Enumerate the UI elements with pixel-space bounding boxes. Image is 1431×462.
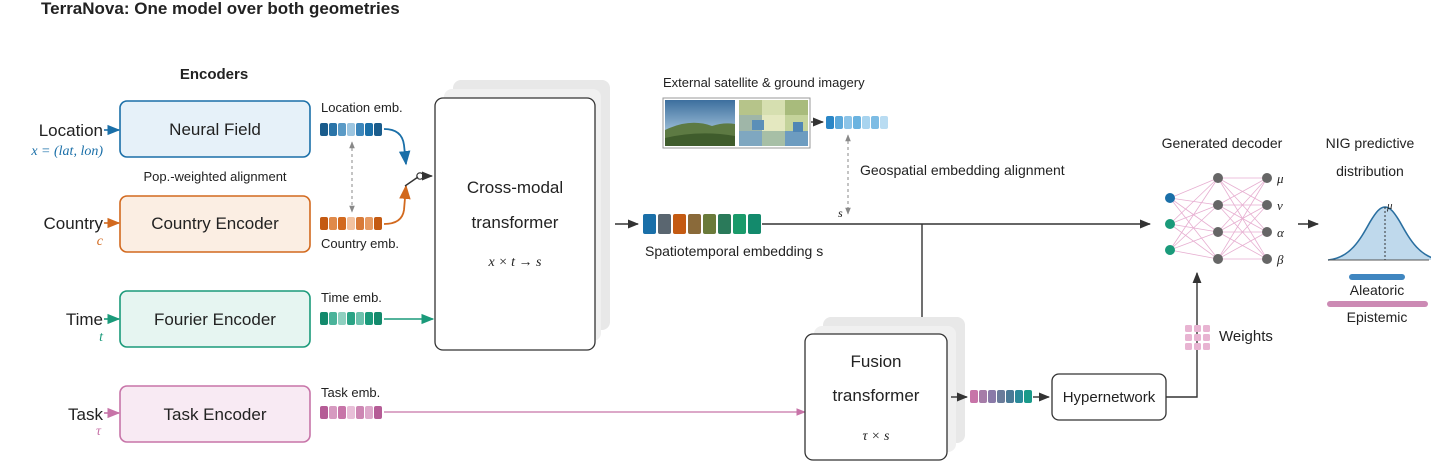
decoder-output-nu: ν: [1277, 198, 1283, 213]
fourier-encoder: Fourier Encoder: [119, 290, 311, 348]
location-emb-label: Location emb.: [321, 100, 403, 115]
diagram-title: TerraNova: One model over both geometrie…: [41, 0, 400, 18]
input-location-label: Location: [39, 121, 103, 140]
location-embedding: [320, 123, 382, 136]
hypernetwork-to-decoder-arrow: [1166, 271, 1202, 398]
decoder-hidden-node: [1213, 173, 1223, 183]
decoder-label: Generated decoder: [1162, 135, 1283, 151]
cross-modal-line2: transformer: [472, 213, 559, 232]
time-emb-label: Time emb.: [321, 290, 382, 305]
input-task: Task τ: [68, 405, 121, 439]
input-location: Location x = (lat, lon): [30, 121, 121, 159]
imagery-label: External satellite & ground imagery: [663, 75, 865, 90]
task-embedding: [320, 406, 382, 419]
input-country-sub: c: [97, 234, 104, 249]
decoder-hidden-node: [1213, 200, 1223, 210]
task-encoder: Task Encoder: [119, 385, 311, 443]
time-embedding: [320, 312, 382, 325]
fusion-transformer: Fusion transformer τ × s: [804, 317, 965, 461]
input-time-sub: t: [99, 330, 104, 345]
country-encoder: Country Encoder: [119, 195, 311, 253]
epistemic-label: Epistemic: [1347, 309, 1408, 325]
nig-label-line2: distribution: [1336, 163, 1404, 179]
country-emb-label: Country emb.: [321, 236, 399, 251]
input-task-label: Task: [68, 405, 103, 424]
decoder-output-node: [1262, 254, 1272, 264]
aleatoric-label: Aleatoric: [1350, 282, 1404, 298]
fusion-line2: transformer: [833, 386, 920, 405]
decoder-edges: [1169, 177, 1268, 260]
input-time-label: Time: [66, 310, 103, 329]
cross-modal-formula: x × t → s: [488, 255, 543, 270]
spatiotemporal-label: Spatiotemporal embedding s: [645, 243, 823, 259]
ground-photo: [665, 100, 735, 146]
external-imagery: [662, 97, 811, 149]
nig-distribution-curve: μ: [1327, 200, 1431, 261]
cross-modal-transformer: Cross-modal transformer x × t → s: [434, 80, 610, 351]
country-to-merge-arrow: [383, 184, 411, 225]
decoder-input-node: [1165, 245, 1175, 255]
decoder-input-node: [1165, 193, 1175, 203]
input-time: Time t: [66, 310, 121, 345]
input-task-sub: τ: [96, 424, 102, 439]
s-marker: s: [838, 206, 843, 220]
task-encoder-label: Task Encoder: [164, 405, 267, 424]
neural-field-label: Neural Field: [169, 120, 261, 139]
weights-label: Weights: [1219, 328, 1273, 345]
weights-icon: [1185, 325, 1210, 350]
nig-mu-label: μ: [1386, 200, 1393, 212]
merge-switch-lever: [404, 176, 419, 187]
alignment-label: Pop.-weighted alignment: [143, 169, 286, 184]
fourier-encoder-label: Fourier Encoder: [154, 310, 276, 329]
decoder-output-node: [1262, 173, 1272, 183]
country-embedding: [320, 217, 382, 230]
generated-decoder-network: μ ν α β: [1165, 171, 1285, 267]
fusion-formula: τ × s: [863, 429, 890, 444]
decoder-hidden-node: [1213, 227, 1223, 237]
hypernetwork-label: Hypernetwork: [1063, 389, 1156, 406]
location-to-merge-arrow: [383, 128, 411, 166]
input-location-sub: x = (lat, lon): [30, 144, 103, 159]
aleatoric-bar: [1349, 274, 1405, 280]
imagery-embedding: [826, 116, 888, 129]
nig-label-line1: NIG predictive: [1326, 135, 1415, 151]
country-encoder-label: Country Encoder: [151, 214, 279, 233]
fusion-embedding: [970, 390, 1032, 403]
input-country-label: Country: [43, 214, 103, 233]
geo-alignment-label: Geospatial embedding alignment: [860, 162, 1065, 178]
input-country: Country c: [43, 214, 121, 249]
spatiotemporal-embedding: [643, 214, 761, 234]
decoder-output-node: [1262, 227, 1272, 237]
decoder-hidden-node: [1213, 254, 1223, 264]
neural-field-encoder: Neural Field: [119, 100, 311, 158]
cross-modal-line1: Cross-modal: [467, 178, 563, 197]
merge-switch-node: [416, 172, 424, 180]
fusion-line1: Fusion: [850, 352, 901, 371]
hypernetwork: Hypernetwork: [1051, 373, 1167, 421]
decoder-output-alpha: α: [1277, 225, 1285, 240]
decoder-input-node: [1165, 219, 1175, 229]
decoder-output-beta: β: [1276, 252, 1284, 267]
task-emb-label: Task emb.: [321, 385, 380, 400]
decoder-output-node: [1262, 200, 1272, 210]
epistemic-bar: [1327, 301, 1428, 307]
satellite-tile: [739, 100, 808, 146]
decoder-output-mu: μ: [1276, 171, 1284, 186]
encoders-heading: Encoders: [180, 66, 248, 83]
